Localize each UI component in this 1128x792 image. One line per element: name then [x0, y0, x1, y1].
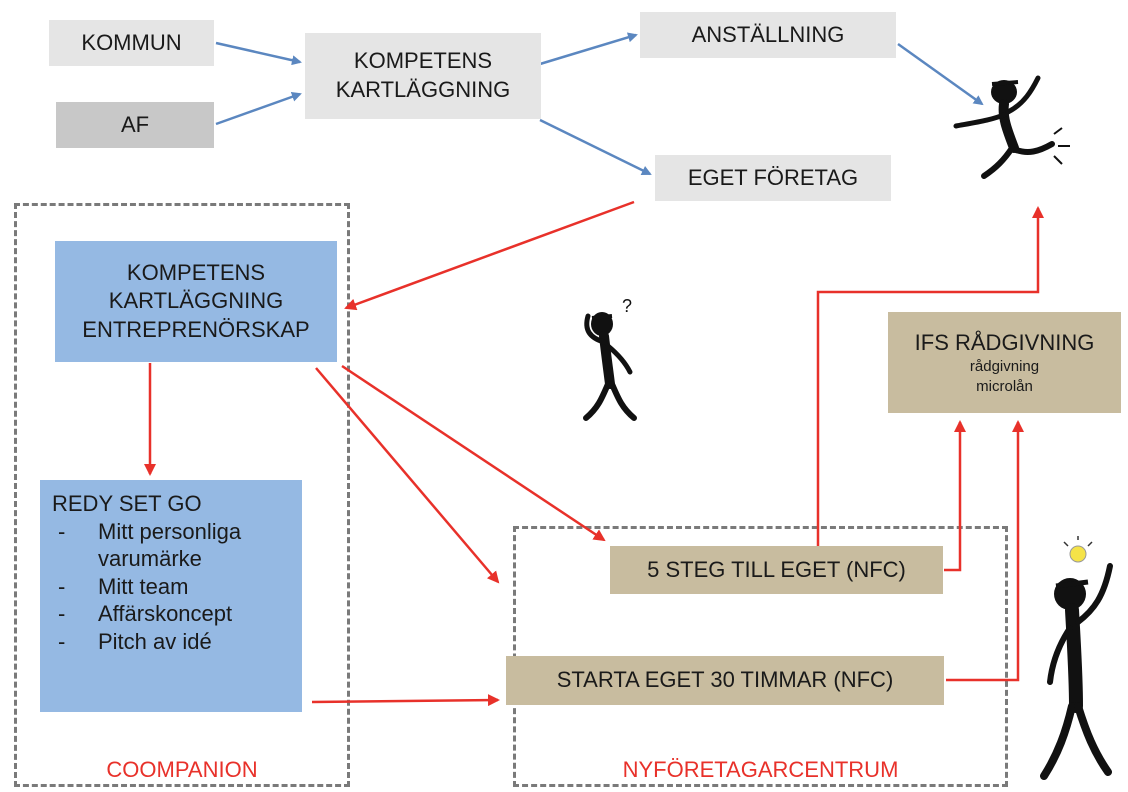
arrow-redy-starta	[311, 694, 500, 707]
redy-title: REDY SET GO	[52, 491, 202, 516]
ifs-title: IFS RÅDGIVNING	[914, 329, 1095, 355]
ifs-sub2: microlån	[976, 377, 1033, 395]
arrow-starta-ifs	[946, 420, 1024, 682]
coompanion-group	[14, 203, 350, 787]
arrow-steg-figure	[816, 206, 1044, 548]
starta-box: STARTA EGET 30 TIMMAR (NFC)	[506, 656, 944, 705]
starta-label: STARTA EGET 30 TIMMAR (NFC)	[556, 667, 894, 693]
arrow-kommun-kompetens	[215, 41, 302, 66]
arrow-steg-ifs	[944, 420, 966, 572]
arrow-kompetens-eget	[539, 118, 652, 176]
anstallning-label: ANSTÄLLNING	[691, 21, 845, 47]
svg-text:?: ?	[622, 296, 632, 316]
steg-box: 5 STEG TILL EGET (NFC)	[610, 546, 943, 594]
arrow-kartlaggning-starta	[315, 367, 500, 584]
af-box: AF	[56, 102, 214, 148]
nfc-label: NYFÖRETAGARCENTRUM	[622, 757, 899, 782]
anstallning-box: ANSTÄLLNING	[640, 12, 896, 58]
eget-foretag-box: EGET FÖRETAG	[655, 155, 891, 201]
coompanion-label: COOMPANION	[106, 757, 258, 782]
arrow-kompetens-anstallning	[539, 32, 638, 66]
arrow-eget-coompanion	[344, 200, 635, 311]
kompetens-line2: KARTLÄGGNING	[335, 77, 511, 102]
confused-person-icon: ?	[583, 296, 637, 421]
kartlaggning-line2: KARTLÄGGNING	[108, 288, 284, 314]
idea-person-icon	[1040, 536, 1113, 780]
redy-set-go-box: REDY SET GO Mitt personliga varumärke Mi…	[40, 480, 302, 712]
kartlaggning-line1: KOMPETENS	[126, 259, 266, 285]
kartlaggning-entreprenorskap-box: KOMPETENS KARTLÄGGNING ENTREPRENÖRSKAP	[55, 241, 337, 362]
af-label: AF	[120, 111, 150, 137]
redy-item: Affärskoncept	[52, 600, 288, 628]
redy-item: Mitt team	[52, 573, 288, 601]
kommun-label: KOMMUN	[81, 29, 182, 55]
redy-item: Mitt personliga varumärke	[52, 518, 288, 573]
redy-list: Mitt personliga varumärke Mitt team Affä…	[52, 518, 288, 656]
eget-foretag-label: EGET FÖRETAG	[687, 164, 859, 190]
kompetens-box: KOMPETENS KARTLÄGGNING	[305, 33, 541, 119]
ifs-box: IFS RÅDGIVNING rådgivning microlån	[888, 312, 1121, 413]
arrow-anstallning-figure	[897, 42, 984, 106]
arrow-af-kompetens	[215, 91, 302, 126]
kartlaggning-line3: ENTREPRENÖRSKAP	[82, 316, 310, 342]
ifs-sub1: rådgivning	[969, 358, 1040, 376]
redy-item: Pitch av idé	[52, 628, 288, 656]
arrow-kartlaggning-steg	[341, 364, 606, 542]
kommun-box: KOMMUN	[49, 20, 214, 66]
kompetens-line1: KOMPETENS	[353, 48, 493, 74]
jumping-person-icon	[953, 75, 1070, 179]
steg-label: 5 STEG TILL EGET (NFC)	[647, 556, 906, 582]
